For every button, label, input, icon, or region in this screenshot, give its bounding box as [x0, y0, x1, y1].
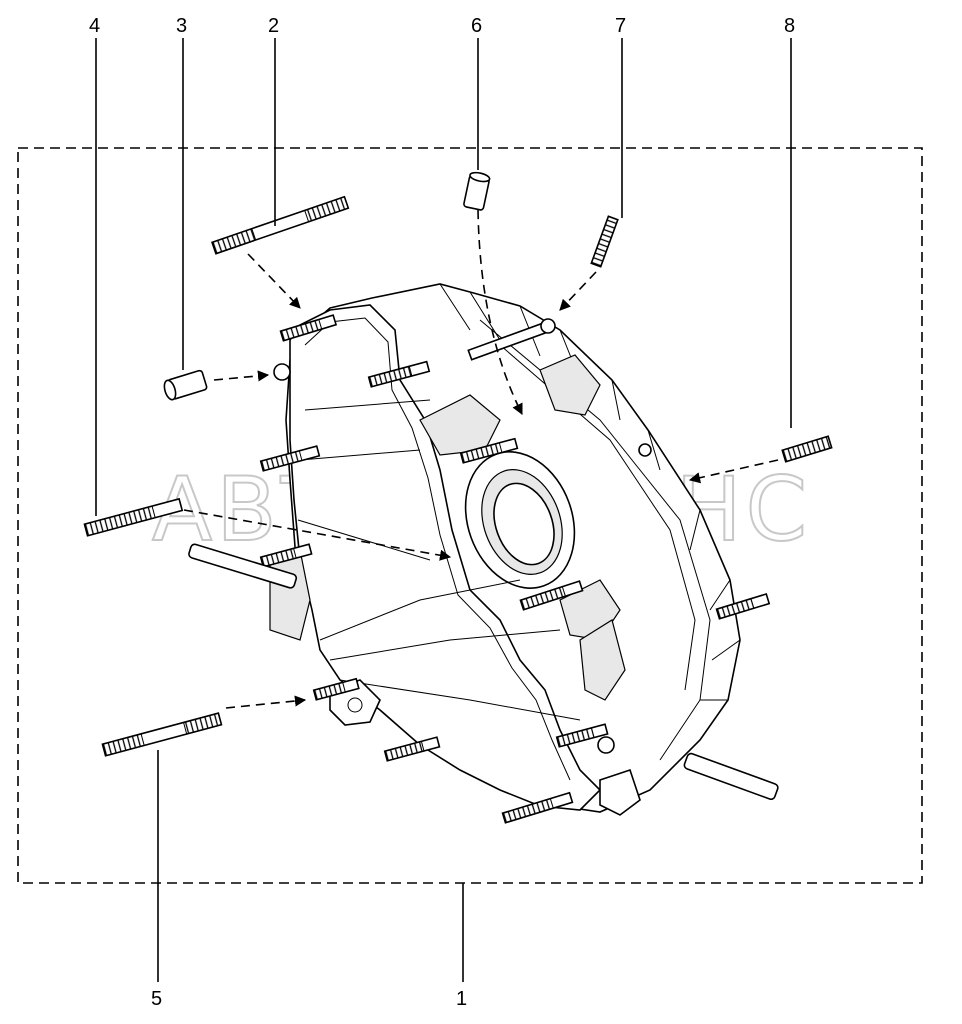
callout-7: 7 — [615, 15, 626, 37]
callout-8: 8 — [784, 15, 795, 37]
callout-6: 6 — [471, 15, 482, 37]
callout-2: 2 — [268, 15, 279, 37]
assembly-arrows — [183, 209, 779, 709]
stud-part-8 — [781, 435, 833, 463]
dowel-pin-part-3 — [163, 369, 208, 401]
clutch-housing — [269, 283, 741, 816]
fitted-studs — [188, 314, 779, 824]
stud-part-2 — [211, 195, 350, 255]
callout-5: 5 — [151, 988, 162, 1010]
bushing-part-6 — [463, 171, 491, 211]
stud-part-7 — [590, 215, 619, 268]
callout-3: 3 — [176, 15, 187, 37]
stud-part-4 — [83, 497, 184, 537]
assembly-boundary-frame — [17, 147, 923, 884]
callout-leaders — [95, 38, 792, 982]
callout-4: 4 — [89, 15, 100, 37]
callout-1: 1 — [456, 988, 467, 1010]
stud-part-5 — [101, 712, 223, 757]
